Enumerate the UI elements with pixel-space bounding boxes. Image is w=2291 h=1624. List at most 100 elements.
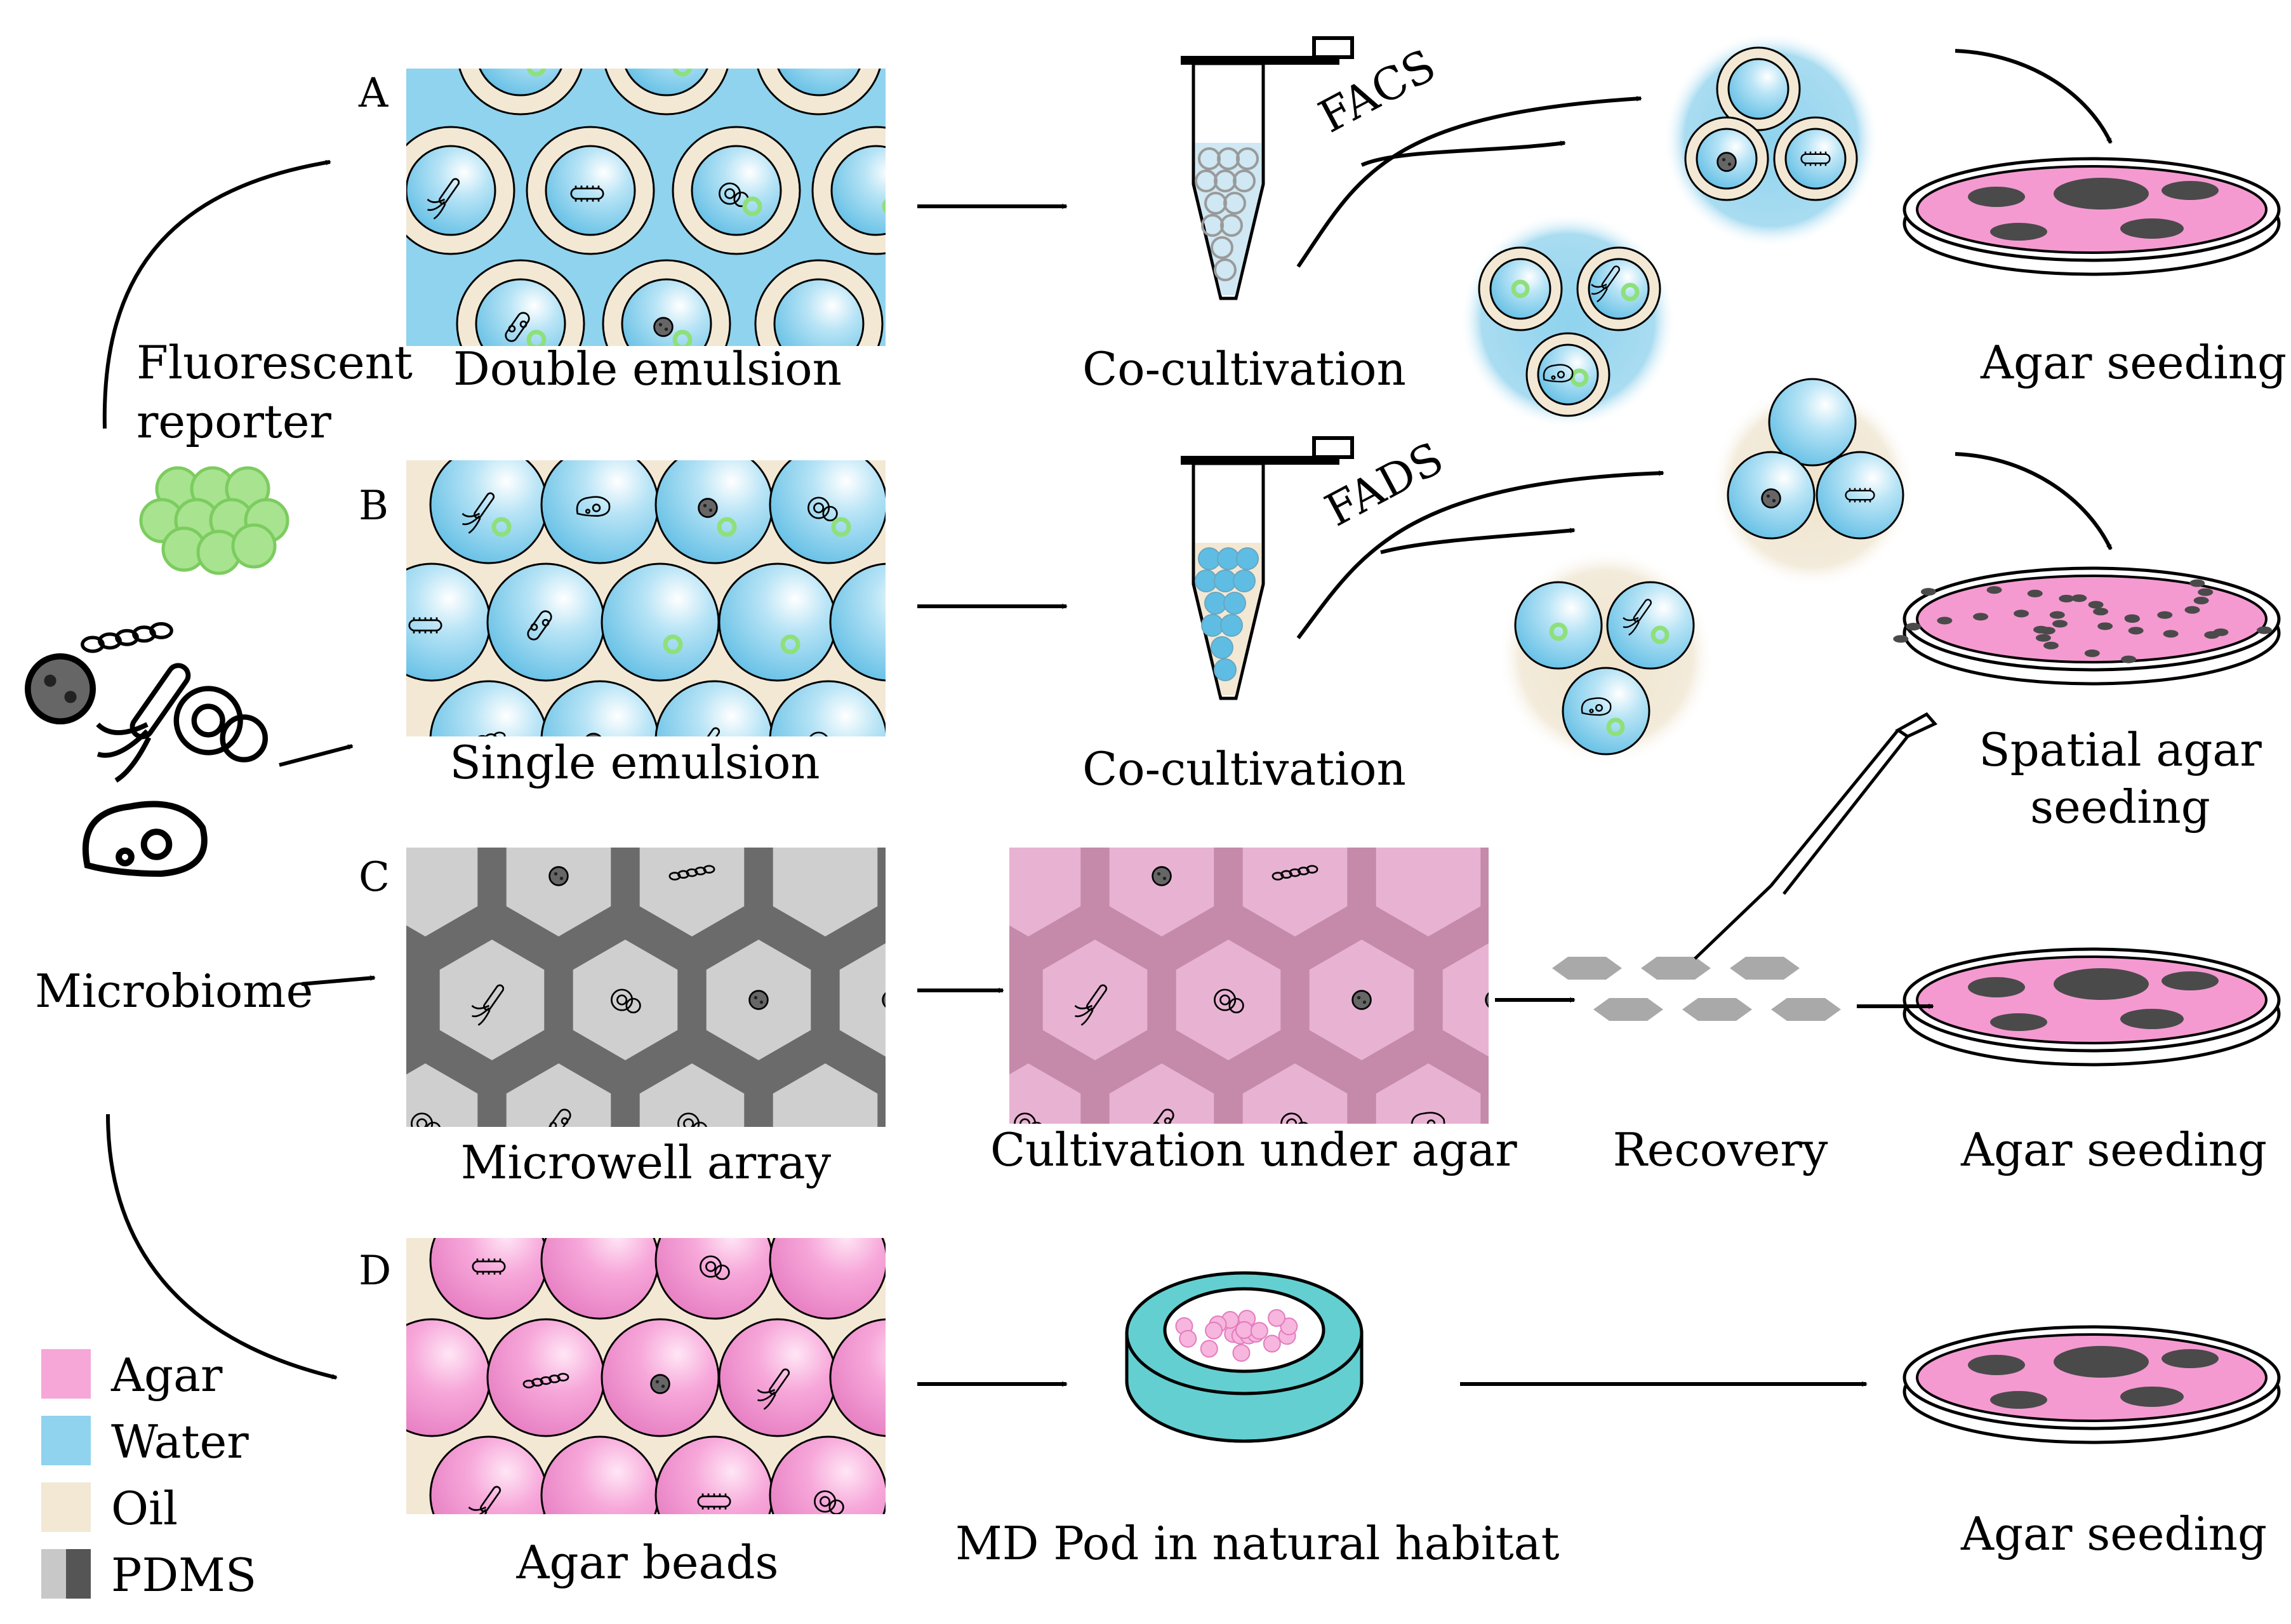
colony (2193, 596, 2209, 604)
microwell (839, 943, 886, 1057)
microbe-fungus (462, 492, 495, 534)
water-droplet (829, 562, 886, 682)
microwell (406, 848, 478, 936)
agar-well (1242, 848, 1348, 936)
colony (2128, 627, 2144, 635)
microbe-rod (408, 617, 442, 634)
fungus-hypha (699, 727, 721, 736)
tube-cap (1312, 436, 1354, 459)
water-droplet (429, 680, 548, 736)
microbe-cocci (585, 733, 602, 736)
reporter-ring (1511, 279, 1530, 298)
arrow-facs-lower (1360, 140, 1566, 167)
fungus-hypha (769, 1368, 790, 1395)
sources-and-tools (24, 466, 1938, 1443)
microbe-bean (576, 496, 611, 517)
reporter-ring (1606, 717, 1625, 736)
water-droplet (654, 680, 774, 736)
panel-letter-b: B (359, 483, 389, 529)
diplo-cell (1149, 1108, 1174, 1124)
caption-agar-seeding-a: Agar seeding (1981, 336, 2287, 389)
chain-link (485, 733, 497, 736)
petri-dish (1903, 947, 2281, 1067)
tube-droplet (1217, 547, 1240, 570)
coccus-shape (24, 653, 96, 725)
microwell (506, 1063, 611, 1127)
microbe-rod (1845, 488, 1875, 503)
microwell (773, 848, 878, 936)
colony (2120, 1387, 2184, 1407)
microwell (506, 848, 611, 936)
microbe-rod (1800, 151, 1831, 166)
legend-swatch-agar (41, 1349, 91, 1399)
agar-dishes (1893, 157, 2281, 1444)
double-emulsion-shell (604, 69, 729, 116)
coccus-shape (698, 498, 718, 518)
caption-cultivation-under-agar: Cultivation under agar (990, 1123, 1517, 1176)
tube-droplet (1223, 192, 1246, 215)
pod-bead (1263, 1334, 1281, 1353)
colony (2071, 594, 2087, 602)
colony (1986, 586, 2002, 594)
caption-spatial-agar-line1: Spatial agar (1979, 723, 2262, 776)
microbe-cocci (1152, 866, 1172, 886)
colony (2035, 634, 2051, 642)
agar-bead (540, 1238, 660, 1320)
colony (2054, 968, 2149, 1000)
microbe-yeast (807, 496, 838, 522)
microbe-rod (570, 185, 604, 202)
microbe-fungus (468, 1486, 501, 1514)
chain-link (1306, 865, 1318, 874)
microbe-fungus (1623, 599, 1652, 636)
microbe-yeast (411, 1112, 441, 1127)
panel-letter-a: A (359, 70, 388, 117)
tube-rim (1181, 456, 1339, 465)
tube-rim (1181, 56, 1339, 65)
water-droplet (601, 562, 720, 682)
microbe-yeast (611, 988, 641, 1014)
arrow-to-dish-b (1955, 452, 2113, 550)
reporter-ring (526, 69, 547, 77)
agar-well (1009, 1063, 1081, 1124)
inner-water-core (1784, 128, 1847, 190)
panel-letter-c: C (359, 854, 390, 901)
yeast-cell (809, 731, 828, 736)
caption-agar-seeding-d: Agar seeding (1960, 1507, 2268, 1561)
microwell (639, 1063, 745, 1127)
colony (2054, 178, 2149, 210)
coccus-shape (1351, 990, 1372, 1010)
water-droplet (1562, 667, 1650, 755)
chain-link (828, 44, 838, 51)
reporter-bead (231, 523, 277, 569)
microbe-fungus (757, 1368, 790, 1410)
chain-link (557, 1373, 569, 1381)
colony (2054, 1346, 2149, 1378)
tube-droplet (1211, 236, 1233, 259)
legend-swatch-pdms (41, 1549, 91, 1599)
reporter-ring (1549, 622, 1568, 641)
reporter-ring (831, 517, 851, 537)
microbe-chainpair (546, 1108, 571, 1127)
pod-bead (1205, 1321, 1223, 1340)
pod-bead (1179, 1329, 1197, 1348)
colony (2059, 594, 2075, 602)
caption-recovery: Recovery (1612, 1123, 1828, 1176)
colony (2157, 611, 2173, 619)
inner-water-core (479, 69, 562, 97)
inner-water-core (830, 145, 886, 236)
colony (1968, 1355, 2025, 1375)
double-emulsion-shell (458, 69, 583, 116)
colony (1968, 187, 2025, 207)
caption-co-cultivation-a: Co-cultivation (1082, 342, 1406, 396)
tube-droplet (1233, 569, 1256, 592)
tube-cap (1312, 36, 1354, 59)
inner-water-core (1588, 258, 1650, 320)
reporter-ring (672, 329, 693, 346)
agar-well (1109, 848, 1214, 936)
panel-b-content (406, 460, 886, 736)
inner-water-core (1537, 343, 1599, 406)
pod-bead (1250, 1322, 1268, 1340)
colony (1906, 623, 1922, 631)
legend-label-pdms: PDMS (111, 1548, 257, 1602)
